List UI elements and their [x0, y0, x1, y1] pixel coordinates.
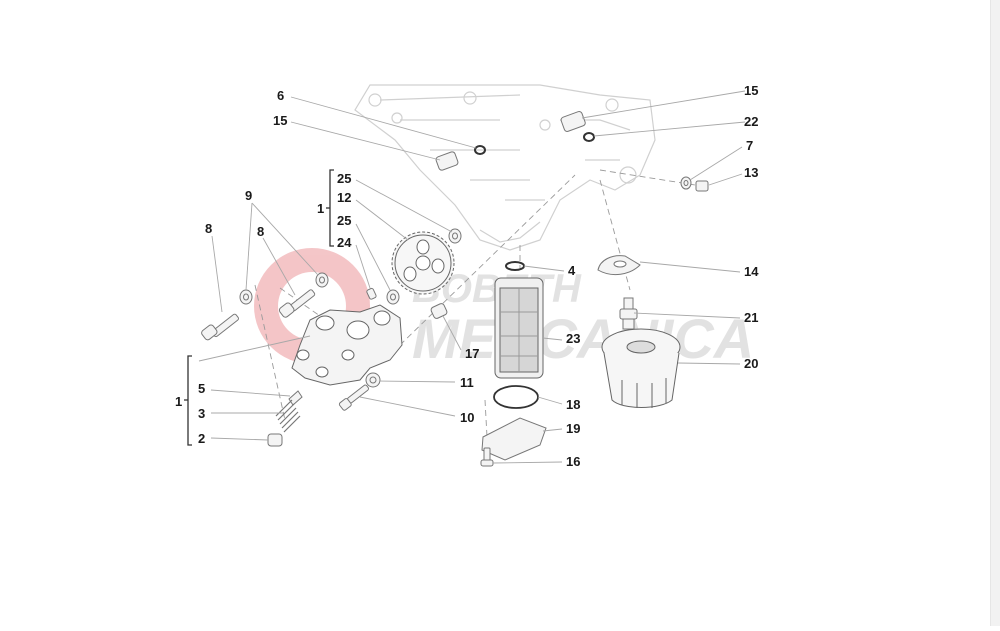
callout-18: 18 [566, 397, 581, 412]
bushing-15-left [435, 151, 459, 171]
callout-22: 22 [744, 114, 759, 129]
callout-9: 9 [245, 188, 253, 203]
spring-3 [275, 399, 301, 433]
callout-15-right: 15 [744, 83, 759, 98]
callout-1-lower: 1 [175, 394, 183, 409]
relief-valve-5 [288, 390, 303, 406]
callout-25-lower: 25 [337, 213, 352, 228]
oring-6 [474, 145, 486, 155]
callout-1-upper: 1 [317, 201, 325, 216]
group-bracket-1-lower [184, 355, 192, 446]
callout-4: 4 [568, 263, 576, 278]
callout-7: 7 [746, 138, 754, 153]
bushing-15-right [560, 111, 586, 132]
screw-10 [338, 384, 369, 411]
callout-23: 23 [566, 331, 581, 346]
washer-7 [680, 176, 692, 190]
plug-13 [695, 180, 709, 192]
washer-9-right [315, 272, 329, 288]
oil-filter-20 [601, 328, 681, 408]
callout-12: 12 [337, 190, 352, 205]
oil-pump-body [291, 304, 403, 386]
callout-8-left: 8 [205, 221, 213, 236]
bushing-17 [430, 303, 448, 319]
callout-21: 21 [744, 310, 759, 325]
oring-22 [583, 132, 595, 142]
washer-9-left [239, 289, 253, 305]
callout-14: 14 [744, 264, 759, 279]
washer-25-lower [386, 289, 400, 305]
group-bracket-1-upper [326, 169, 334, 247]
pump-gear-12 [391, 231, 455, 295]
washer-11 [365, 372, 381, 388]
callout-17: 17 [465, 346, 480, 361]
callout-13: 13 [744, 165, 759, 180]
baffle-14 [597, 255, 641, 276]
crankcase-ghost [354, 84, 656, 251]
leader-lines [198, 90, 746, 464]
callout-2: 2 [198, 431, 206, 446]
callout-3: 3 [198, 406, 206, 421]
oring-18 [493, 385, 539, 409]
callout-16: 16 [566, 454, 581, 469]
callout-6: 6 [277, 88, 285, 103]
callout-15-left: 15 [273, 113, 288, 128]
washer-25-upper [448, 228, 462, 244]
cover-19 [481, 417, 547, 461]
callout-11: 11 [460, 375, 474, 390]
oil-strainer-23 [494, 277, 544, 379]
screw-8-right [278, 289, 316, 318]
union-21 [619, 297, 638, 330]
callout-25-upper: 25 [337, 171, 352, 186]
watermark-text-2: MECCANICA [412, 307, 754, 370]
callout-20: 20 [744, 356, 759, 371]
callout-5: 5 [198, 381, 206, 396]
key-24 [366, 287, 377, 300]
callout-10: 10 [460, 410, 475, 425]
callout-8-right: 8 [257, 224, 265, 239]
screw-8-left [201, 313, 239, 341]
window-edge [990, 0, 1000, 626]
callout-19: 19 [566, 421, 581, 436]
callout-24: 24 [337, 235, 352, 250]
plug-2 [267, 433, 283, 447]
